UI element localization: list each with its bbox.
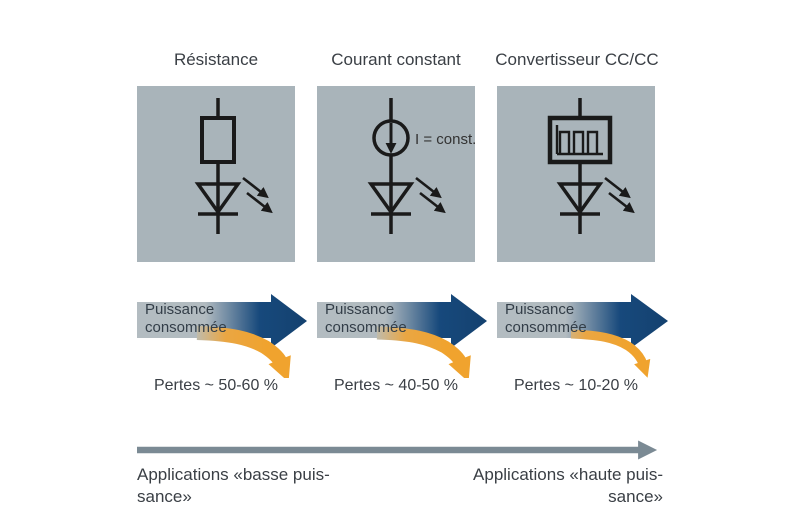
power-label-3: Puissance consommée — [505, 301, 587, 336]
column-title-convertisseur: Convertisseur CC/CC — [495, 50, 659, 69]
current-constant-label: I = const. — [415, 131, 475, 148]
led-symbol — [367, 182, 415, 216]
current-source-led-circuit-icon: I = const. — [367, 98, 475, 234]
resistor-symbol — [200, 116, 236, 164]
circuit-box-current-source: I = const. — [317, 86, 475, 262]
power-label-1: Puissance consommée — [145, 301, 227, 336]
led-symbol — [194, 182, 242, 216]
light-emission-arrows-icon — [242, 176, 273, 214]
pwm-waveform-icon — [555, 125, 603, 156]
power-label-2: Puissance consommée — [325, 301, 407, 336]
loss-arrow — [376, 326, 471, 378]
axis-label-low-power: Applications «basse puis- sance» — [137, 465, 330, 506]
loss-arrow — [570, 329, 651, 378]
light-emission-arrows-icon — [415, 176, 446, 214]
dcdc-converter-led-circuit-icon — [547, 98, 635, 234]
axis-label-high-power: Applications «haute puis- sance» — [473, 465, 663, 506]
column-title-courant-constant: Courant constant — [331, 50, 461, 69]
circuit-box-dcdc-converter — [497, 86, 655, 262]
consumed-power-arrow — [317, 294, 487, 348]
power-flow-arrow-dcdc — [497, 294, 668, 378]
power-flow-arrow-resistor — [137, 294, 307, 378]
light-emission-arrows-icon — [604, 176, 635, 214]
dcdc-converter-symbol — [547, 115, 613, 165]
consumed-power-arrow — [137, 294, 307, 348]
led-symbol — [556, 182, 604, 216]
loss-arrow — [196, 326, 291, 378]
circuit-box-resistor — [137, 86, 295, 262]
column-title-resistance: Résistance — [173, 50, 259, 69]
consumed-power-arrow — [497, 294, 668, 348]
power-flow-arrow-current-source — [317, 294, 487, 378]
losses-label-resistor: Pertes ~ 50-60 % — [153, 377, 279, 394]
current-source-symbol — [372, 119, 410, 157]
application-range-arrow — [137, 440, 658, 460]
losses-label-dcdc: Pertes ~ 10-20 % — [513, 377, 639, 394]
losses-label-current-source: Pertes ~ 40-50 % — [333, 377, 459, 394]
resistor-led-circuit-icon — [194, 98, 273, 234]
